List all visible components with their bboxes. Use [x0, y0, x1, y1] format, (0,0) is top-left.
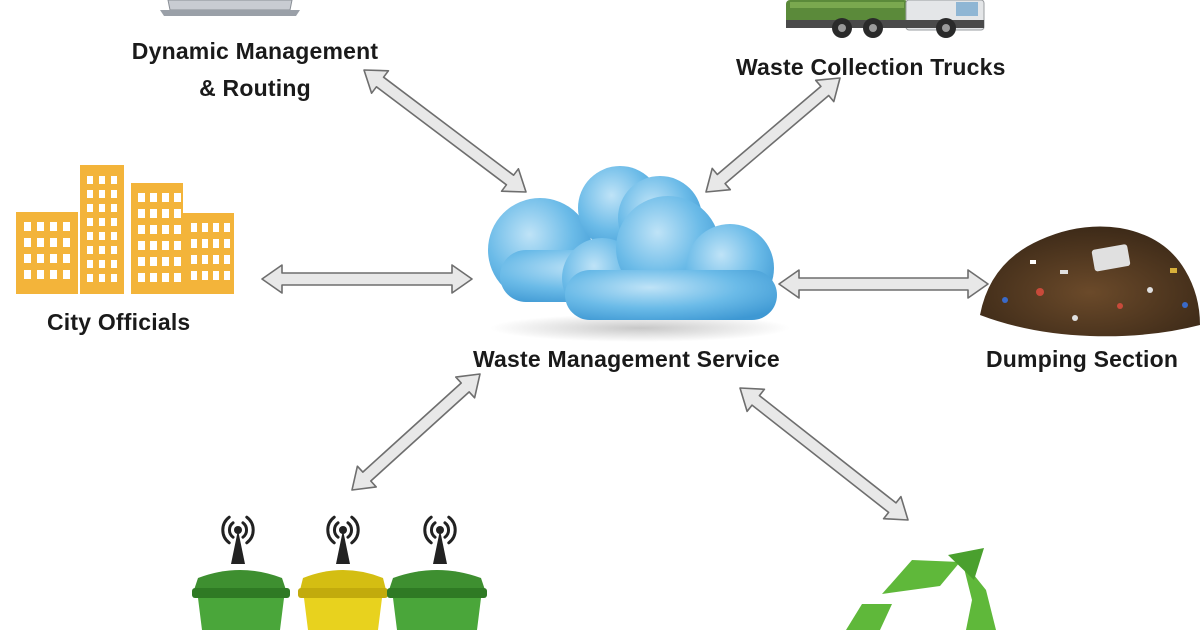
wireless-signal-icon: [423, 515, 457, 564]
wireless-signal-icon: [221, 515, 457, 564]
recycle-icon: [846, 548, 996, 630]
city-officials-label: City Officials: [47, 309, 191, 335]
dumping-section-label: Dumping Section: [986, 346, 1179, 372]
arrow-trucks-to-service: [705, 77, 841, 193]
garbage-truck-icon: [786, 0, 985, 38]
laptop-icon: [160, 0, 300, 16]
green-bin-icon: [387, 570, 487, 630]
center-service-label: Waste Management Service: [473, 346, 780, 372]
trucks-label: Waste Collection Trucks: [736, 54, 1006, 80]
dynamic-management-line1: Dynamic Management: [131, 38, 379, 64]
arrow-dump-to-service: [778, 269, 989, 299]
arrow-dynamic-to-service: [363, 69, 527, 193]
green-bin-icon: [192, 570, 290, 630]
yellow-bin-icon: [298, 570, 388, 630]
arrow-city-to-service: [261, 264, 473, 294]
arrow-recycle-to-service: [739, 387, 909, 521]
city-buildings-icon: [16, 165, 234, 294]
waste-pile-icon: [980, 226, 1200, 337]
arrow-bins-to-service: [351, 373, 481, 491]
dynamic-management-line2: & Routing: [199, 75, 311, 101]
cloud-icon: [488, 166, 790, 342]
wireless-signal-icon: [221, 515, 255, 564]
wireless-signal-icon: [326, 515, 360, 564]
dynamic-management-label: Dynamic Management & Routing: [112, 33, 398, 107]
